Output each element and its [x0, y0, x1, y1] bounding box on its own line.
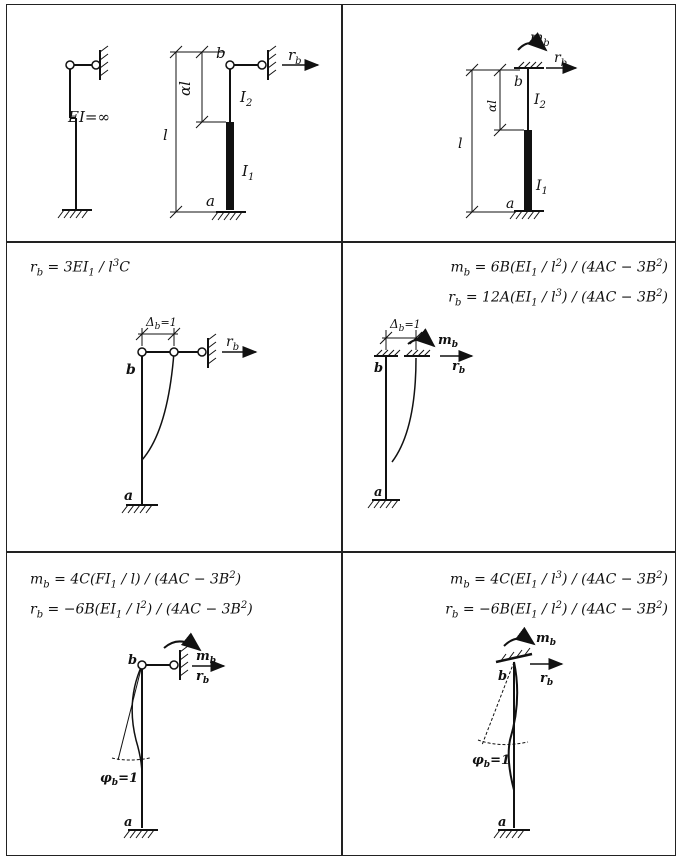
row-divider-1 [7, 241, 675, 243]
cell-4-labels: Δb=1 mb rb b a [374, 317, 465, 500]
cell-6-diagram [477, 626, 564, 839]
node-a-label: a [124, 815, 132, 830]
node-b-label: b [498, 669, 507, 684]
cell-3-labels: Δb=1 rb b a [124, 315, 239, 504]
rb-label: rb [554, 50, 567, 69]
phi-label: φb=1 [100, 771, 138, 788]
rb-label: rb [540, 671, 553, 688]
mb-label: mb [438, 333, 458, 350]
alpha-l-label: αl [176, 81, 194, 96]
cell-1-labels: EI=∞ b rb αl l I2 I1 a [67, 44, 302, 210]
c3-formula-rb: rb = 3EI1 / l3C [30, 258, 130, 279]
l-label: l [458, 136, 462, 152]
c4-formula-rb: rb = 12A(EI1 / l3) / (4AC − 3B2) [448, 288, 668, 309]
c6-formula-rb: rb = −6B(EI1 / l2) / (4AC − 3B2) [445, 600, 668, 621]
delta-label: Δb=1 [145, 315, 177, 332]
cell-6-labels: mb b rb φb=1 a [472, 631, 556, 830]
cell-2-diagram [465, 32, 578, 220]
c5-formula-rb: rb = −6B(EI1 / l2) / (4AC − 3B2) [30, 600, 253, 621]
node-a-label: a [506, 196, 514, 212]
row-divider-2 [7, 551, 675, 553]
cell-2-labels: mb rb b αl l I2 I1 a [458, 30, 567, 212]
l-label: l [163, 126, 168, 144]
mb-label: mb [536, 631, 556, 648]
mb-label: mb [196, 649, 216, 666]
c6-formula-mb: mb = 4C(EI1 / l3) / (4AC − 3B2) [450, 570, 668, 591]
node-b-label: b [128, 653, 137, 668]
c4-formula-mb: mb = 6B(EI1 / l2) / (4AC − 3B2) [450, 258, 668, 279]
node-b-label: b [216, 44, 226, 62]
rb-label: rb [196, 669, 209, 686]
delta-label: Δb=1 [389, 317, 421, 334]
I1-label: I1 [241, 162, 254, 183]
rigid-member [57, 45, 109, 219]
node-b-label: b [126, 362, 136, 378]
node-b-label: b [514, 74, 523, 90]
rb-label: rb [452, 359, 465, 376]
ei-infinity-label: EI=∞ [67, 108, 110, 126]
cell-4-diagram [367, 328, 474, 509]
node-a-label: a [124, 488, 133, 504]
rb-label: rb [288, 46, 302, 67]
I2-label: I2 [533, 92, 546, 111]
column-1 [169, 45, 320, 221]
node-b-label: b [374, 361, 383, 376]
node-a-label: a [374, 485, 382, 500]
node-a-label: a [498, 815, 506, 830]
I2-label: I2 [239, 88, 252, 109]
cell-1-diagram [57, 45, 320, 221]
mb-label: mb [530, 30, 550, 49]
cell-3-diagram [121, 327, 258, 514]
alpha-l-label: αl [485, 100, 499, 112]
node-a-label: a [206, 192, 215, 210]
cell-5-labels: b mb rb φb=1 a [100, 649, 216, 830]
cell-5-diagram [111, 632, 226, 839]
I1-label: I1 [535, 178, 548, 197]
column-divider [341, 5, 343, 855]
rb-label: rb [226, 334, 239, 353]
stiffness-table [6, 4, 676, 856]
phi-label: φb=1 [472, 753, 510, 770]
c5-formula-mb: mb = 4C(FI1 / l) / (4AC − 3B2) [30, 570, 242, 591]
